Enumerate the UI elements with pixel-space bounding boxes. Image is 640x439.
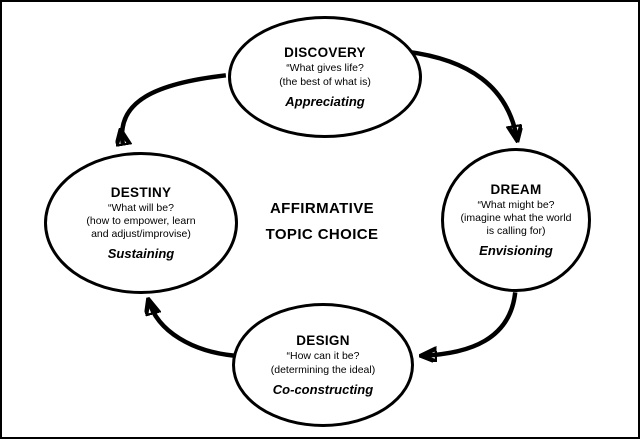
node-dream-question: “What might be? bbox=[477, 198, 555, 211]
node-destiny-tag: Sustaining bbox=[107, 246, 175, 262]
node-discovery-subtext: (the best of what is) bbox=[279, 75, 371, 88]
affirmative-topic-choice-label: AFFIRMATIVE TOPIC CHOICE bbox=[240, 196, 404, 248]
node-dream: DREAM “What might be? (imagine what the … bbox=[441, 148, 591, 292]
node-discovery-tag: Appreciating bbox=[285, 93, 365, 109]
node-destiny-question: “What will be? bbox=[108, 201, 174, 214]
node-destiny-title: DESTINY bbox=[110, 184, 172, 200]
node-dream-tag: Envisioning bbox=[479, 243, 553, 259]
center-label-line2: TOPIC CHOICE bbox=[265, 226, 379, 243]
node-destiny-subtext: (how to empower, learn and adjust/improv… bbox=[86, 214, 196, 241]
node-discovery: DISCOVERY “What gives life? (the best of… bbox=[228, 16, 422, 138]
center-label-line1: AFFIRMATIVE bbox=[269, 200, 375, 217]
node-discovery-question: “What gives life? bbox=[286, 62, 364, 75]
node-dream-title: DREAM bbox=[490, 181, 542, 197]
node-destiny: DESTINY “What will be? (how to empower, … bbox=[44, 152, 238, 294]
arrow-design-to-destiny bbox=[149, 300, 235, 358]
node-dream-subtext: (imagine what the world is calling for) bbox=[460, 211, 572, 238]
node-discovery-title: DISCOVERY bbox=[284, 45, 366, 61]
node-design: DESIGN “How can it be? (determining the … bbox=[232, 303, 414, 427]
arrow-discovery-to-dream bbox=[405, 49, 517, 140]
node-design-title: DESIGN bbox=[296, 333, 350, 349]
node-design-tag: Co-constructing bbox=[272, 381, 374, 397]
arrow-dream-to-design bbox=[422, 292, 518, 355]
node-design-question: “How can it be? bbox=[286, 350, 360, 363]
arrow-destiny-to-discovery bbox=[122, 73, 227, 143]
node-design-subtext: (determining the ideal) bbox=[270, 363, 376, 376]
